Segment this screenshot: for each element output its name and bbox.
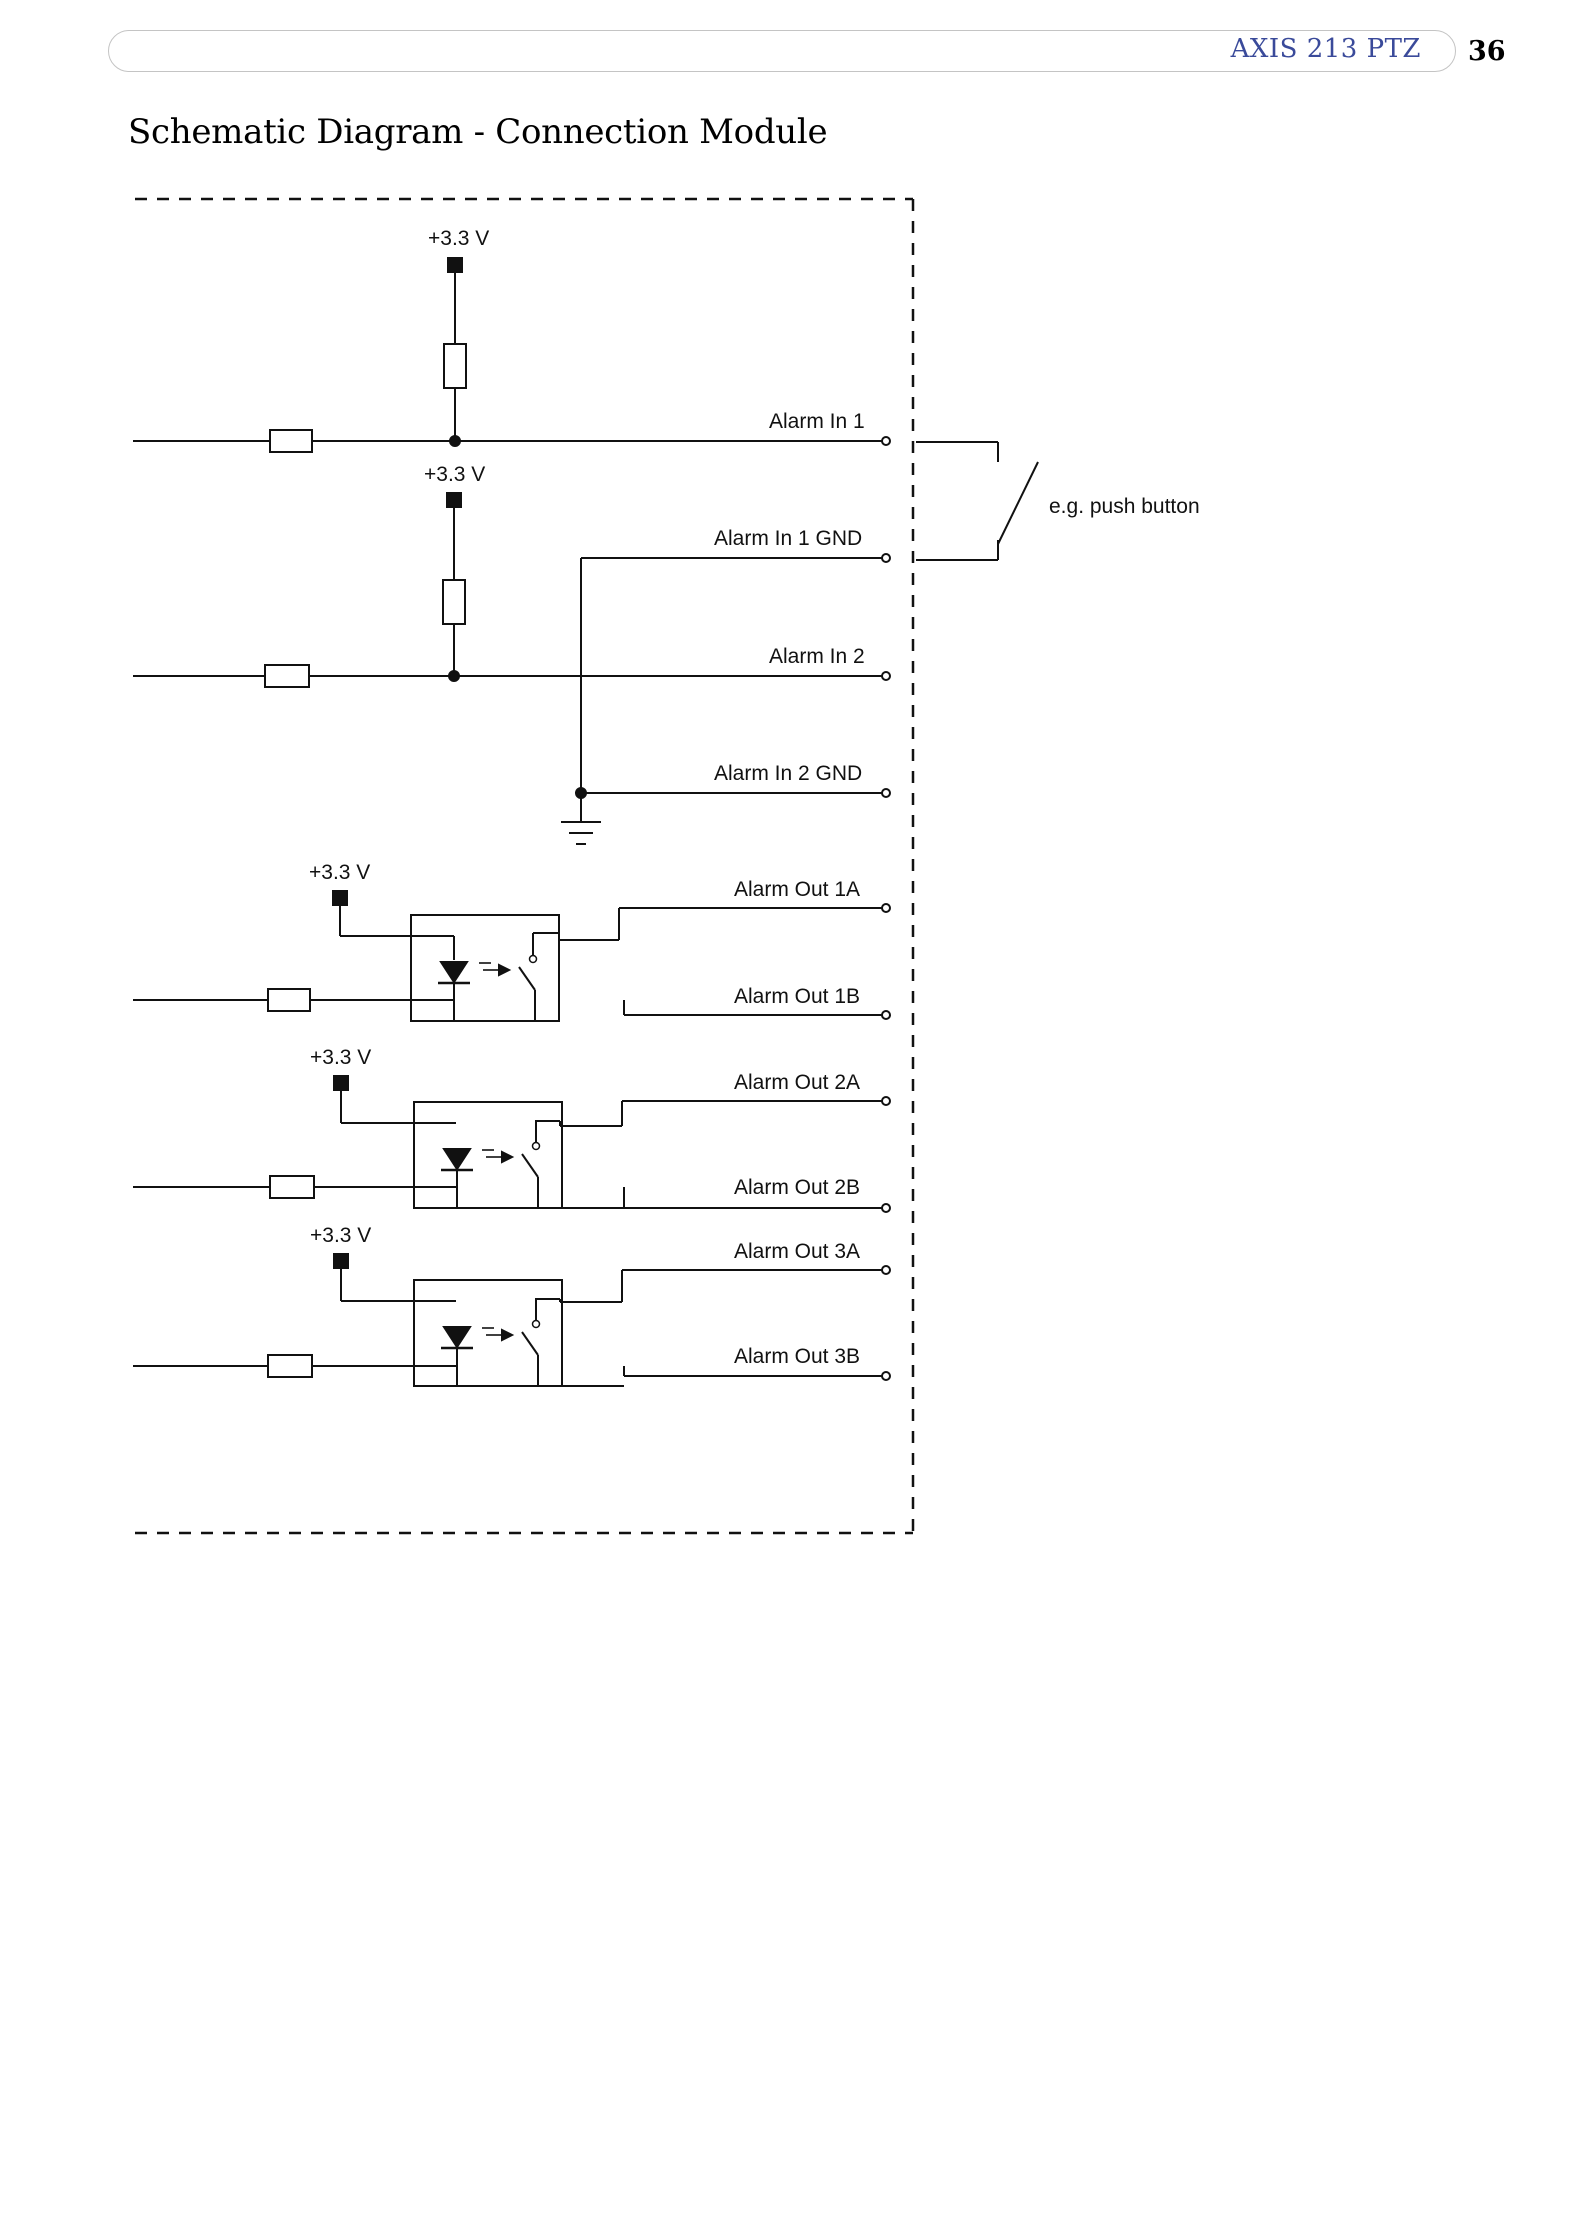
terminal-alarm-out-3a: Alarm Out 3A — [734, 1240, 860, 1263]
terminal-alarm-in-1-gnd: Alarm In 1 GND — [714, 527, 862, 550]
terminal-alarm-in-1: Alarm In 1 — [769, 410, 865, 433]
terminal-alarm-out-1a: Alarm Out 1A — [734, 878, 860, 901]
push-button-symbol — [916, 442, 1038, 560]
module-boundary — [135, 199, 913, 1533]
supply-label-4: +3.3 V — [310, 1046, 371, 1069]
terminal-alarm-in-2: Alarm In 2 — [769, 645, 865, 668]
terminal-alarm-in-2-gnd: Alarm In 2 GND — [714, 762, 862, 785]
terminal-alarm-out-2a: Alarm Out 2A — [734, 1071, 860, 1094]
terminal-alarm-out-3b: Alarm Out 3B — [734, 1345, 860, 1368]
terminal-alarm-out-2b: Alarm Out 2B — [734, 1176, 860, 1199]
ground-symbol — [561, 822, 601, 844]
supply-label-2: +3.3 V — [424, 463, 485, 486]
supply-label-3: +3.3 V — [309, 861, 370, 884]
supply-label-5: +3.3 V — [310, 1224, 371, 1247]
terminal-alarm-out-1b: Alarm Out 1B — [734, 985, 860, 1008]
supply-label-1: +3.3 V — [428, 227, 489, 250]
push-button-label: e.g. push button — [1049, 495, 1200, 518]
